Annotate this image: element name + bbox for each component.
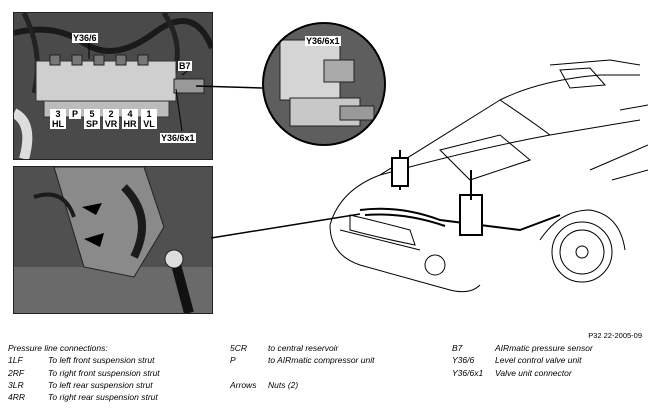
legend-text: To left rear suspension strut: [48, 380, 153, 390]
legend-text: to AIRmatic compressor unit: [268, 355, 375, 365]
port-code: VR: [103, 119, 119, 129]
mounting-illustration: [14, 167, 212, 313]
port-number: 1: [141, 109, 157, 119]
legend-text: Nuts (2): [268, 380, 299, 390]
arrow-icon: [82, 203, 102, 215]
legend-text: Level control valve unit: [495, 355, 582, 365]
port-number: 3: [50, 109, 66, 119]
legend-text: Valve unit connector: [495, 368, 572, 378]
mounting-photo: [13, 166, 213, 314]
port-label-4: 2 VR: [103, 109, 119, 129]
port-number: 2: [103, 109, 119, 119]
legend-code: P: [230, 355, 236, 365]
figure-reference: P32 22-2005-09: [588, 331, 642, 340]
legend-heading: Pressure line connections:: [8, 343, 108, 353]
legend-code: 2RF: [8, 368, 25, 378]
port-label-1: 3 HL: [50, 109, 66, 129]
port-label-2: P: [69, 109, 81, 119]
label-y36-6x1: Y36/6x1: [160, 133, 196, 143]
legend-code: Y36/6: [452, 355, 475, 365]
legend-code: 1LF: [8, 355, 23, 365]
legend-code: 3LR: [8, 380, 24, 390]
port-code: VL: [141, 119, 157, 129]
label-b7: B7: [178, 61, 192, 71]
label-y36-6: Y36/6: [72, 33, 98, 43]
valve-unit-illustration: [14, 13, 212, 159]
port-number: 5: [84, 109, 100, 119]
legend-text: To left front suspension strut: [48, 355, 155, 365]
port-number: P: [69, 109, 81, 119]
valve-unit-photo: Y36/6 B7 Y36/6x1 3 HL P 5 SP 2 VR 4 HR 1…: [13, 12, 213, 160]
legend-code: B7: [452, 343, 463, 353]
port-code: SP: [84, 119, 100, 129]
port-label-3: 5 SP: [84, 109, 100, 129]
port-code: HL: [50, 119, 66, 129]
port-label-6: 1 VL: [141, 109, 157, 129]
legend-code: Y36/6x1: [452, 368, 484, 378]
port-label-5: 4 HR: [122, 109, 138, 129]
port-code: HR: [122, 119, 138, 129]
arrow-icon: [84, 233, 104, 247]
legend-text: To right rear suspension strut: [48, 392, 158, 402]
port-number: 4: [122, 109, 138, 119]
legend-code: 5CR: [230, 343, 248, 353]
legend-text: To right front suspension strut: [48, 368, 160, 378]
car-illustration: [329, 59, 648, 293]
legend-code: 4RR: [8, 392, 26, 402]
legend-text: AIRmatic pressure sensor: [495, 343, 593, 353]
legend-code: Arrows: [230, 380, 257, 390]
zoom-label-y36-6x1: Y36/6x1: [305, 36, 341, 46]
legend-text: to central reservoir: [268, 343, 339, 353]
